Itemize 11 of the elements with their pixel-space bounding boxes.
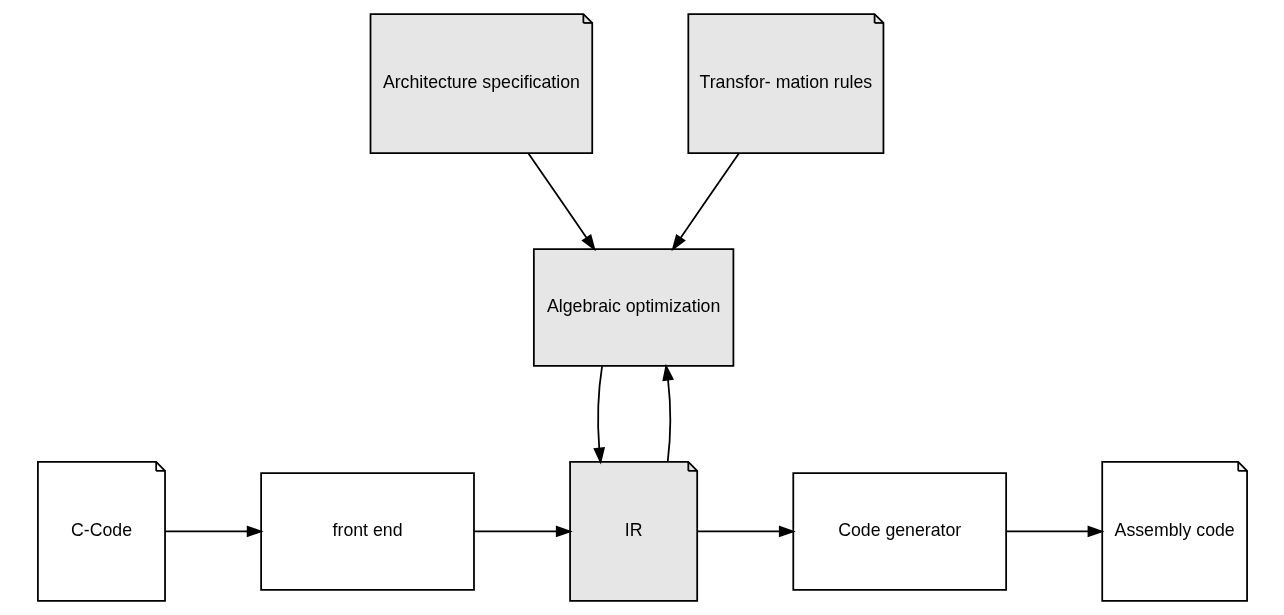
arrow [670,152,740,252]
arrow [592,365,605,465]
node-box: front end [259,472,475,591]
arrow [526,152,596,252]
arrow [472,525,573,538]
node-box: Algebraic optimization [532,248,734,367]
arrow [164,525,264,538]
arrow [696,525,796,538]
arrow [1005,525,1104,538]
arrow [661,363,674,463]
node-box: Code generator [791,472,1007,591]
